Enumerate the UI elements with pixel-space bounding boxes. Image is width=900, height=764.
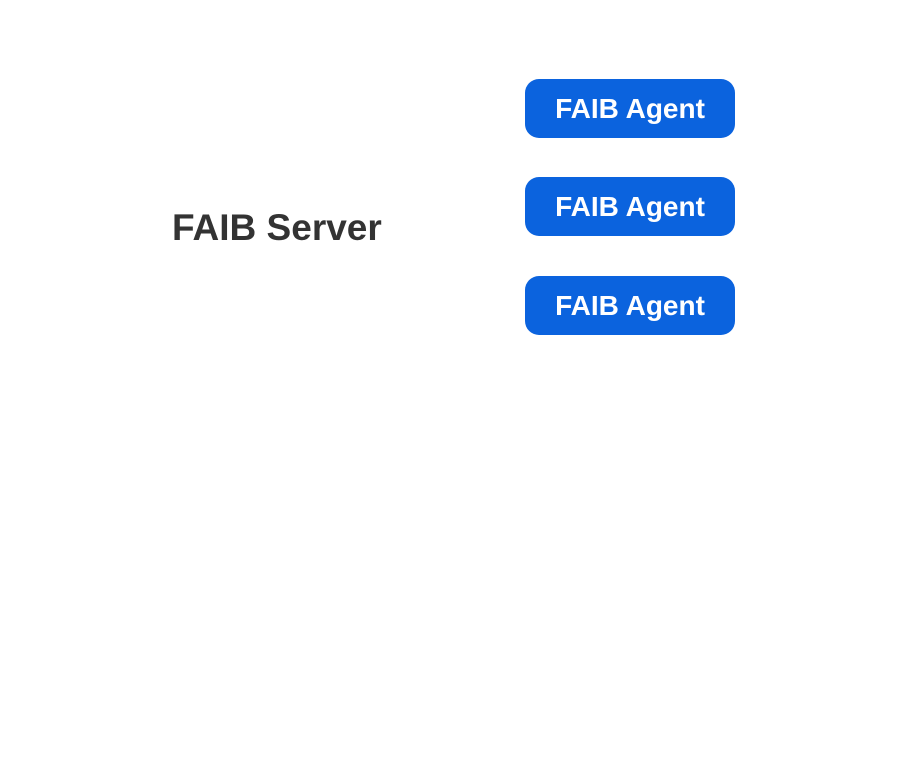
agent-node: FAIB Agent	[525, 276, 735, 335]
agent-node: FAIB Agent	[525, 79, 735, 138]
agent-node: FAIB Agent	[525, 177, 735, 236]
agent-node-label: FAIB Agent	[555, 92, 705, 124]
agent-node-label: FAIB Agent	[555, 289, 705, 321]
server-node-label: FAIB Server	[172, 207, 382, 248]
agent-node-label: FAIB Agent	[555, 190, 705, 222]
